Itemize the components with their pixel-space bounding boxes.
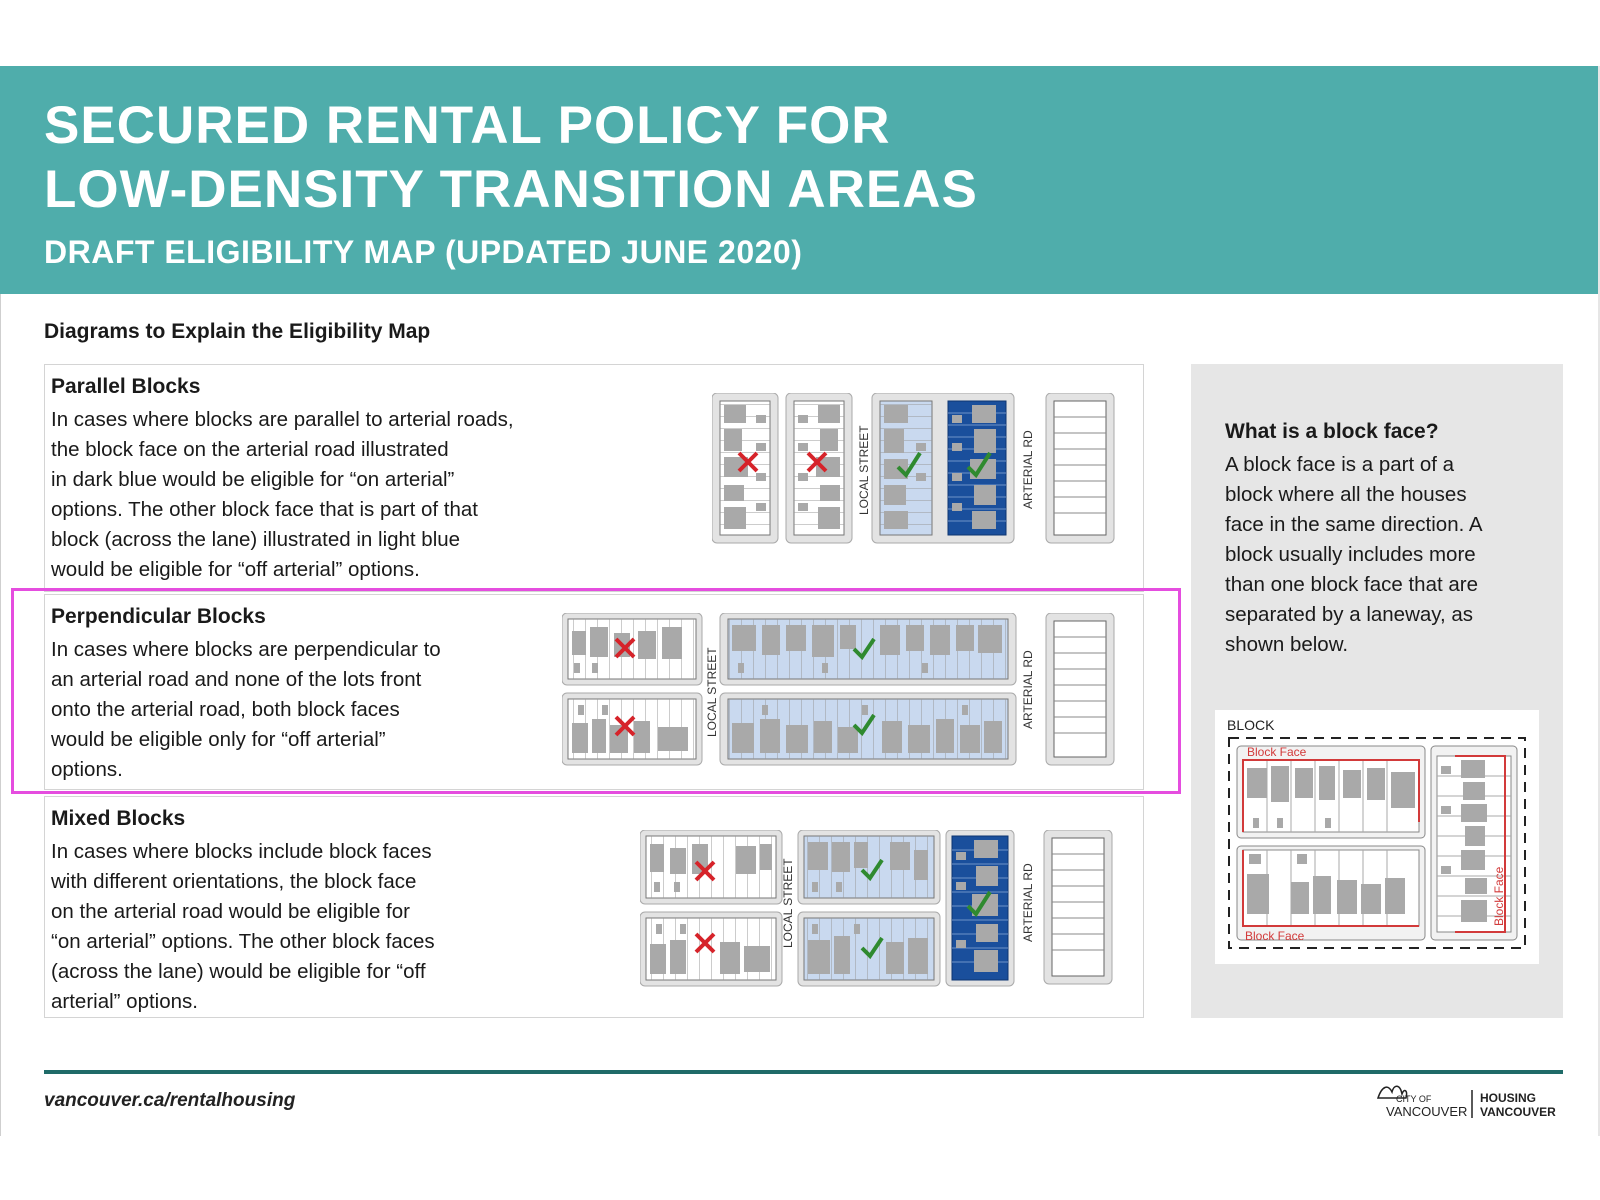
section-title: Diagrams to Explain the Eligibility Map bbox=[44, 320, 431, 343]
text-line: would be eligible for “off arterial” opt… bbox=[51, 558, 420, 581]
mixed-blocks-diagram: LOCAL STREET ARTERIAL RD bbox=[640, 830, 1113, 987]
logo-vancouver: VANCOUVER bbox=[1386, 1104, 1467, 1119]
check-mark-icon bbox=[896, 451, 922, 479]
text-line: options. The other block face that is pa… bbox=[51, 498, 478, 521]
panel-title: Mixed Blocks bbox=[51, 807, 186, 830]
text-line: with different orientations, the block f… bbox=[51, 870, 417, 893]
text-line: the block face on the arterial road illu… bbox=[51, 438, 449, 461]
block-face-diagram: BLOCK Block Face bbox=[1227, 717, 1526, 949]
panel-description: In cases where blocks are perpendicular … bbox=[51, 635, 441, 785]
arterial-rd-label: ARTERIAL RD bbox=[1021, 430, 1035, 509]
perpendicular-blocks-diagram: LOCAL STREET ARTERIAL RD bbox=[562, 613, 1115, 766]
text-line: (across the lane) would be eligible for … bbox=[51, 960, 426, 983]
text-line: In cases where blocks are parallel to ar… bbox=[51, 408, 514, 431]
logo-city-of: CITY OF bbox=[1396, 1094, 1432, 1104]
building bbox=[724, 405, 746, 423]
parallel-blocks-diagram: LOCAL STREET ARTERIAL RD bbox=[712, 393, 1115, 544]
check-mark-icon bbox=[860, 858, 884, 882]
text-line: In cases where blocks include block face… bbox=[51, 840, 432, 863]
text-line: block (across the lane) illustrated in l… bbox=[51, 528, 461, 551]
text-line: on the arterial road would be eligible f… bbox=[51, 900, 410, 923]
logo-housing-vancouver: VANCOUVER bbox=[1480, 1105, 1556, 1119]
sidebar-title: What is a block face? bbox=[1225, 420, 1439, 443]
footer-url-link[interactable]: vancouver.ca/rentalhousing bbox=[44, 1090, 296, 1111]
page-edge-right bbox=[1598, 66, 1600, 1136]
logo-housing: HOUSING bbox=[1480, 1091, 1536, 1105]
text-line: onto the arterial road, both block faces bbox=[51, 698, 400, 721]
arterial-rd-label: ARTERIAL RD bbox=[1021, 650, 1035, 729]
text-line: options. bbox=[51, 758, 123, 781]
block-face-outline bbox=[1455, 755, 1506, 933]
text-line: “on arterial” options. The other block f… bbox=[51, 930, 435, 953]
text-line: face in the same direction. A bbox=[1225, 513, 1483, 536]
text-line: than one block face that are bbox=[1225, 573, 1479, 596]
text-line: arterial” options. bbox=[51, 990, 198, 1013]
panel-title: Perpendicular Blocks bbox=[51, 605, 266, 628]
page-subtitle: DRAFT ELIGIBILITY MAP (UPDATED JUNE 2020… bbox=[44, 234, 803, 270]
block-face-label: Block Face bbox=[1247, 745, 1307, 759]
panel-description: In cases where blocks are parallel to ar… bbox=[51, 405, 514, 585]
check-mark-icon bbox=[966, 451, 992, 479]
check-mark-icon bbox=[860, 936, 884, 960]
x-mark-icon bbox=[694, 932, 716, 954]
text-line: separated by a laneway, as bbox=[1225, 603, 1474, 626]
block-face-outline bbox=[1242, 759, 1420, 832]
page-title-line1: SECURED RENTAL POLICY FOR bbox=[44, 96, 891, 155]
x-mark-icon bbox=[806, 451, 828, 473]
text-line: block usually includes more bbox=[1225, 543, 1476, 566]
block-face-sidebar: What is a block face? A block face is a … bbox=[1191, 364, 1563, 1018]
block-face-label: Block Face bbox=[1245, 929, 1305, 943]
local-street-label: LOCAL STREET bbox=[781, 858, 795, 948]
footer-divider bbox=[44, 1070, 1563, 1074]
arterial-rd-label: ARTERIAL RD bbox=[1021, 863, 1035, 942]
text-line: an arterial road and none of the lots fr… bbox=[51, 668, 422, 691]
local-street-label: LOCAL STREET bbox=[705, 647, 719, 737]
x-mark-icon bbox=[694, 860, 716, 882]
page-edge-left bbox=[0, 66, 1, 1136]
block-face-outline bbox=[1242, 850, 1419, 927]
text-line: block where all the houses bbox=[1225, 483, 1467, 506]
block-outline bbox=[1228, 737, 1526, 949]
text-line: in dark blue would be eligible for “on a… bbox=[51, 468, 455, 491]
city-of-vancouver-logo: CITY OF VANCOUVER HOUSING VANCOUVER bbox=[1376, 1085, 1556, 1119]
check-mark-icon bbox=[852, 713, 876, 737]
check-mark-icon bbox=[852, 637, 876, 661]
sidebar-description: A block face is a part of a block where … bbox=[1225, 450, 1545, 660]
x-mark-icon bbox=[737, 451, 759, 473]
block-face-diagram-box: BLOCK Block Face bbox=[1215, 710, 1539, 964]
check-mark-icon bbox=[966, 890, 992, 918]
local-street-label: LOCAL STREET bbox=[857, 425, 871, 515]
text-line: A block face is a part of a bbox=[1225, 453, 1455, 476]
page-title-line2: LOW-DENSITY TRANSITION AREAS bbox=[44, 160, 978, 219]
panel-title: Parallel Blocks bbox=[51, 375, 201, 398]
text-line: would be eligible only for “off arterial… bbox=[51, 728, 386, 751]
header-banner: SECURED RENTAL POLICY FOR LOW-DENSITY TR… bbox=[0, 66, 1598, 294]
block-label: BLOCK bbox=[1227, 717, 1275, 733]
tree-icon bbox=[1376, 1085, 1408, 1099]
block-face-label: Block Face bbox=[1492, 866, 1506, 926]
text-line: shown below. bbox=[1225, 633, 1349, 656]
x-mark-icon bbox=[614, 637, 636, 659]
text-line: In cases where blocks are perpendicular … bbox=[51, 638, 441, 661]
panel-description: In cases where blocks include block face… bbox=[51, 837, 435, 1017]
x-mark-icon bbox=[614, 715, 636, 737]
